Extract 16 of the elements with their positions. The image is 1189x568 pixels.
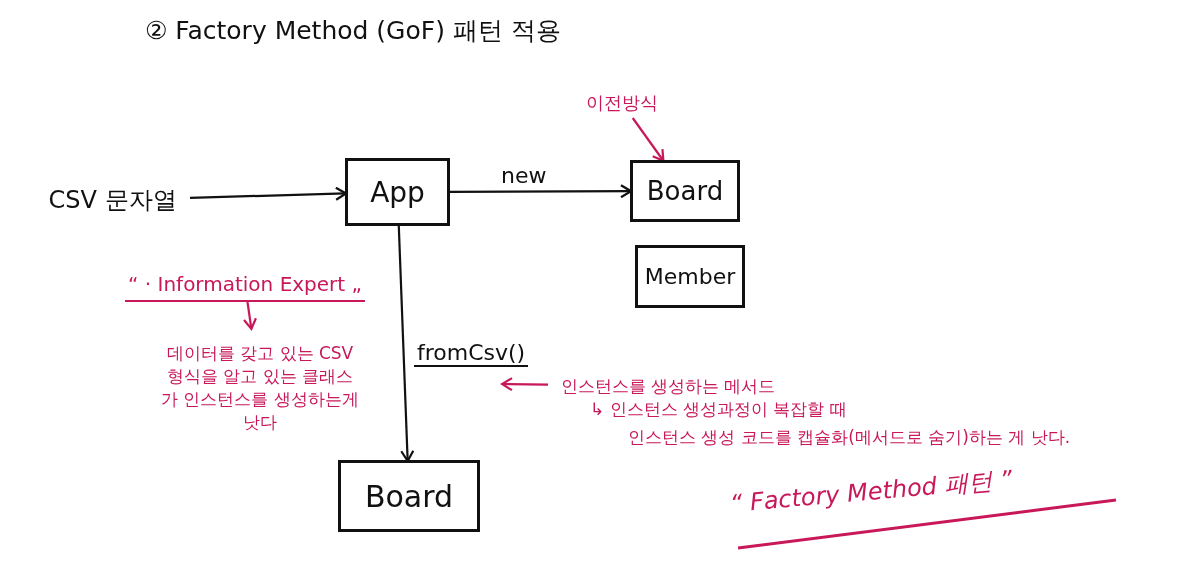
class-box: Member [635, 245, 745, 308]
node-text: CSV 문자열 [35, 178, 190, 222]
class-box: App [345, 158, 450, 226]
arrow [631, 117, 665, 162]
note-text: 인스턴스 생성 코드를 캡슐화(메서드로 숨기)하는 게 낫다. [628, 426, 1071, 449]
note-text: “ Factory Method 패턴 ” [728, 464, 1014, 520]
note-heading: “ · Information Expert „ [125, 268, 365, 302]
class-box: Board [630, 160, 740, 222]
note-text: 이전방식 [572, 88, 672, 118]
arrow [500, 377, 548, 392]
note-text: ↳ 인스턴스 생성과정이 복잡할 때 [590, 398, 847, 421]
title: ② Factory Method (GoF) 패턴 적용 [145, 15, 561, 47]
class-box: Board [338, 460, 480, 532]
note-text: 데이터를 갖고 있는 CSV 형식을 알고 있는 클래스가 인스턴스를 생성하는게 낫다 [160, 328, 360, 448]
note-text: 인스턴스를 생성하는 메서드 [548, 372, 788, 400]
arrow [242, 301, 257, 331]
